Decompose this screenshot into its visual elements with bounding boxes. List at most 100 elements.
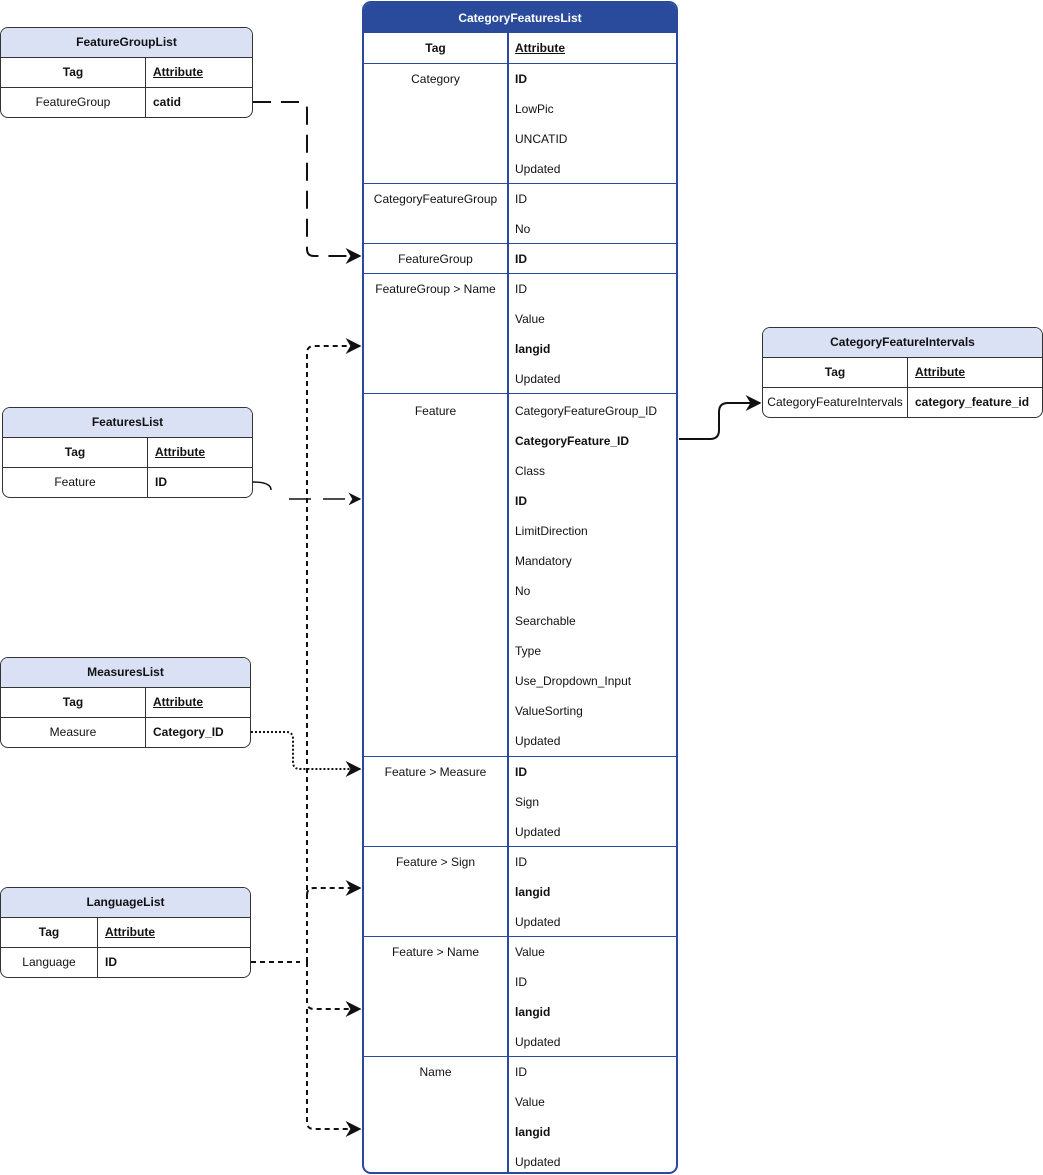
row-tag: Measure — [1, 718, 146, 747]
header-attribute: Attribute — [105, 925, 155, 939]
group-tag: Feature > Measure — [384, 765, 487, 779]
group-attribute: Updated — [515, 915, 561, 929]
group-attribute: langid — [515, 1005, 551, 1019]
group-attribute: No — [515, 584, 531, 598]
group-attribute: Updated — [515, 734, 561, 748]
group-attribute: ID — [515, 192, 527, 206]
link-language-name — [306, 1009, 362, 1137]
header-tag: Tag — [3, 438, 148, 467]
header-attribute: Attribute — [153, 65, 203, 79]
row-attribute: ID — [105, 955, 117, 969]
group-attribute: ID — [515, 252, 527, 266]
group-attribute: Updated — [515, 1155, 561, 1169]
table-row: FeatureGroup catid — [1, 88, 252, 117]
group-tag: Name — [419, 1065, 452, 1079]
header-attribute: Attribute — [153, 695, 203, 709]
row-tag: CategoryFeatureIntervals — [763, 388, 908, 417]
link-feature — [252, 481, 360, 499]
group-attribute: Value — [515, 1095, 545, 1109]
group-attribute: Updated — [515, 1035, 561, 1049]
group-attribute: Updated — [515, 825, 561, 839]
group-tag: Feature > Sign — [395, 855, 476, 869]
group-attribute: langid — [515, 885, 551, 899]
link-measure — [251, 731, 362, 777]
group-attribute: CategoryFeature_ID — [515, 434, 630, 448]
row-attribute: category_feature_id — [915, 395, 1030, 409]
group-attribute: Sign — [515, 795, 540, 809]
group-attribute: ID — [515, 72, 527, 86]
table-title: MeasuresList — [1, 658, 250, 688]
header-tag: Tag — [763, 358, 908, 387]
group-attribute: ID — [515, 765, 527, 779]
group-attribute: Mandatory — [515, 554, 572, 568]
group-tag: FeatureGroup — [398, 252, 473, 266]
group-attribute: ID — [515, 282, 527, 296]
group-attribute: UNCATID — [515, 132, 568, 146]
group-attribute: CategoryFeatureGroup_ID — [515, 404, 658, 418]
header-tag: Tag — [1, 688, 146, 717]
header-attribute: Attribute — [155, 445, 205, 459]
group-attribute: Updated — [515, 162, 561, 176]
table-row: CategoryFeatureIntervals category_featur… — [763, 388, 1042, 417]
header-tag: Tag — [1, 58, 146, 87]
table-title: CategoryFeatureIntervals — [763, 328, 1042, 358]
group-attribute: Searchable — [515, 614, 576, 628]
link-language-trunk — [251, 346, 360, 963]
group-attribute: langid — [515, 1125, 551, 1139]
row-attribute: Category_ID — [153, 725, 224, 739]
table-row: Language ID — [1, 948, 250, 977]
link-language-featurename — [306, 962, 362, 1017]
header-attribute: Attribute — [915, 365, 965, 379]
row-tag: Language — [1, 948, 98, 977]
table-header-row: Tag Attribute — [1, 918, 250, 948]
group-attribute: ID — [515, 975, 527, 989]
group-attribute: No — [515, 222, 531, 236]
header-tag: Tag — [1, 918, 98, 947]
group-row: CategoryFeatureGroup ID No — [364, 184, 676, 244]
link-featuregroup — [253, 101, 362, 264]
table-header-row: Tag Attribute — [1, 688, 250, 718]
link-category-feature-intervals — [679, 395, 762, 440]
group-attribute: LimitDirection — [515, 524, 588, 538]
link-language-sign — [306, 880, 362, 896]
table-header-row: Tag Attribute — [1, 58, 252, 88]
group-attribute: ID — [515, 494, 527, 508]
language-list-table: LanguageList Tag Attribute Language ID — [0, 887, 251, 978]
group-tag: Feature — [414, 404, 457, 418]
group-attribute: ID — [515, 855, 527, 869]
group-attribute: ValueSorting — [515, 704, 583, 718]
group-attribute: Class — [515, 464, 546, 478]
group-tag: CategoryFeatureGroup — [373, 192, 498, 206]
table-header-row: Tag Attribute — [763, 358, 1042, 388]
group-tag: Feature > Name — [391, 945, 480, 959]
group-attribute: langid — [515, 342, 551, 356]
group-attribute: Value — [515, 312, 545, 326]
group-attribute: LowPic — [515, 102, 554, 116]
table-title: CategoryFeaturesList — [364, 3, 676, 33]
table-row: Feature ID — [3, 468, 252, 497]
group-attribute: ID — [515, 1065, 527, 1079]
category-feature-intervals-table: CategoryFeatureIntervals Tag Attribute C… — [762, 327, 1043, 418]
table-title: LanguageList — [1, 888, 250, 918]
row-attribute: ID — [155, 475, 167, 489]
row-attribute: catid — [153, 95, 182, 109]
feature-group-list-table: FeatureGroupList Tag Attribute FeatureGr… — [0, 27, 253, 118]
group-attribute: Value — [515, 945, 545, 959]
group-attribute: Type — [515, 644, 542, 658]
table-title: FeaturesList — [3, 408, 252, 438]
group-row: Feature CategoryFeatureGroup_ID CategoryFe… — [364, 394, 676, 757]
table-row: Measure Category_ID — [1, 718, 250, 747]
header-attribute: Attribute — [515, 41, 565, 55]
group-row: FeatureGroup ID — [364, 244, 676, 274]
group-attribute: Updated — [515, 372, 561, 386]
group-tag: FeatureGroup > Name — [375, 282, 496, 296]
measures-list-table: MeasuresList Tag Attribute Measure Categ… — [0, 657, 251, 748]
row-tag: FeatureGroup — [1, 88, 146, 117]
group-attribute: Use_Dropdown_Input — [515, 674, 632, 688]
